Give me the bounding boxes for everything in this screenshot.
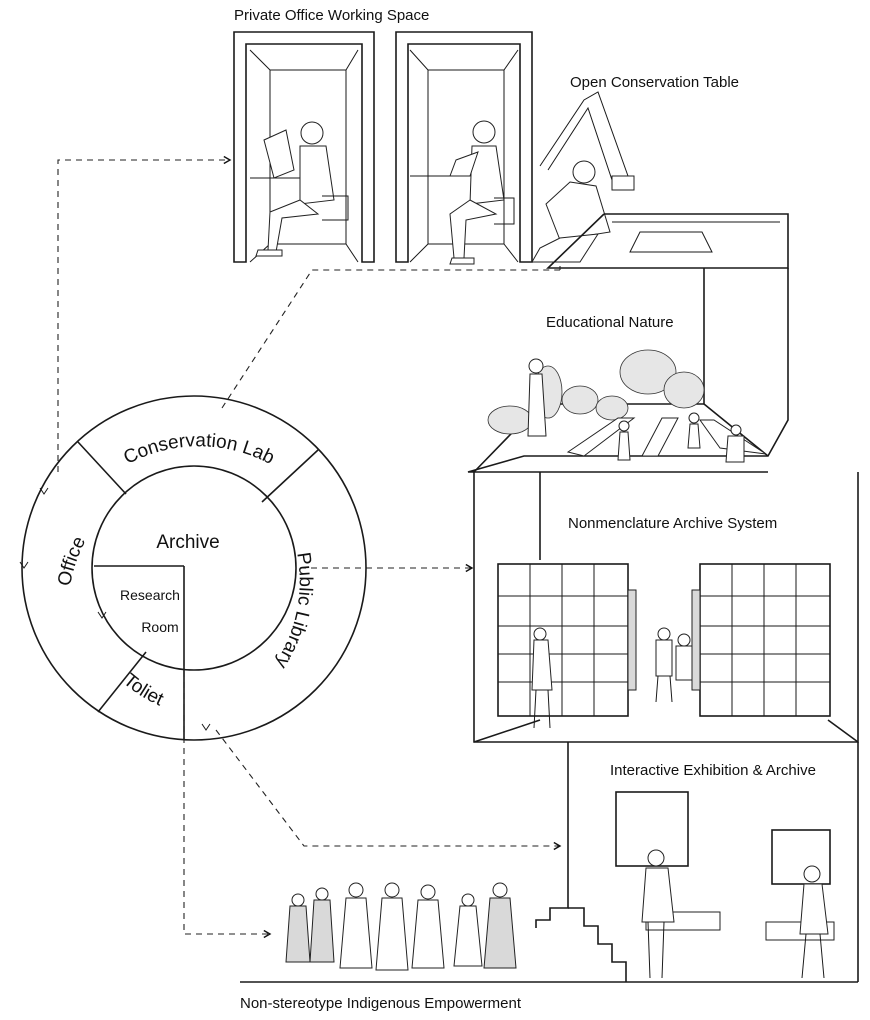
open-conservation-table (531, 91, 789, 269)
label-educational-nature: Educational Nature (546, 314, 674, 331)
ring-label-office: Office (54, 533, 90, 588)
archive-system-room (473, 472, 859, 743)
flow-connectors (57, 155, 562, 939)
ring-label-public-library: Public Library (271, 551, 316, 672)
exhibition-room (240, 742, 859, 983)
seated-person-writing (449, 120, 515, 265)
label-nomenclature-archive: Nonmenclature Archive System (568, 515, 777, 532)
visitor-woman (799, 865, 829, 979)
core-label-research: Research (120, 587, 180, 603)
left-shelving (497, 563, 637, 717)
educational-nature-platform (467, 268, 789, 473)
label-interactive-exhibition: Interactive Exhibition & Archive (610, 762, 816, 779)
standing-woman (527, 358, 547, 437)
core-label-archive: Archive (156, 532, 219, 553)
label-open-conservation: Open Conservation Table (570, 74, 739, 91)
visitor-man (641, 849, 675, 979)
private-office-booths (233, 31, 533, 265)
label-private-office: Private Office Working Space (234, 7, 429, 24)
space-labels: Private Office Working Space Open Conser… (234, 7, 816, 1012)
right-shelving (691, 563, 831, 717)
indigenous-group (285, 882, 517, 971)
ring-label-conservation-lab: Conservation Lab (120, 430, 277, 469)
core-label-room: Room (141, 619, 178, 635)
seated-person-reading (255, 121, 349, 257)
label-indigenous-empowerment: Non-stereotype Indigenous Empowerment (240, 995, 522, 1012)
program-ring: Conservation Lab Public Library Office T… (19, 395, 367, 741)
